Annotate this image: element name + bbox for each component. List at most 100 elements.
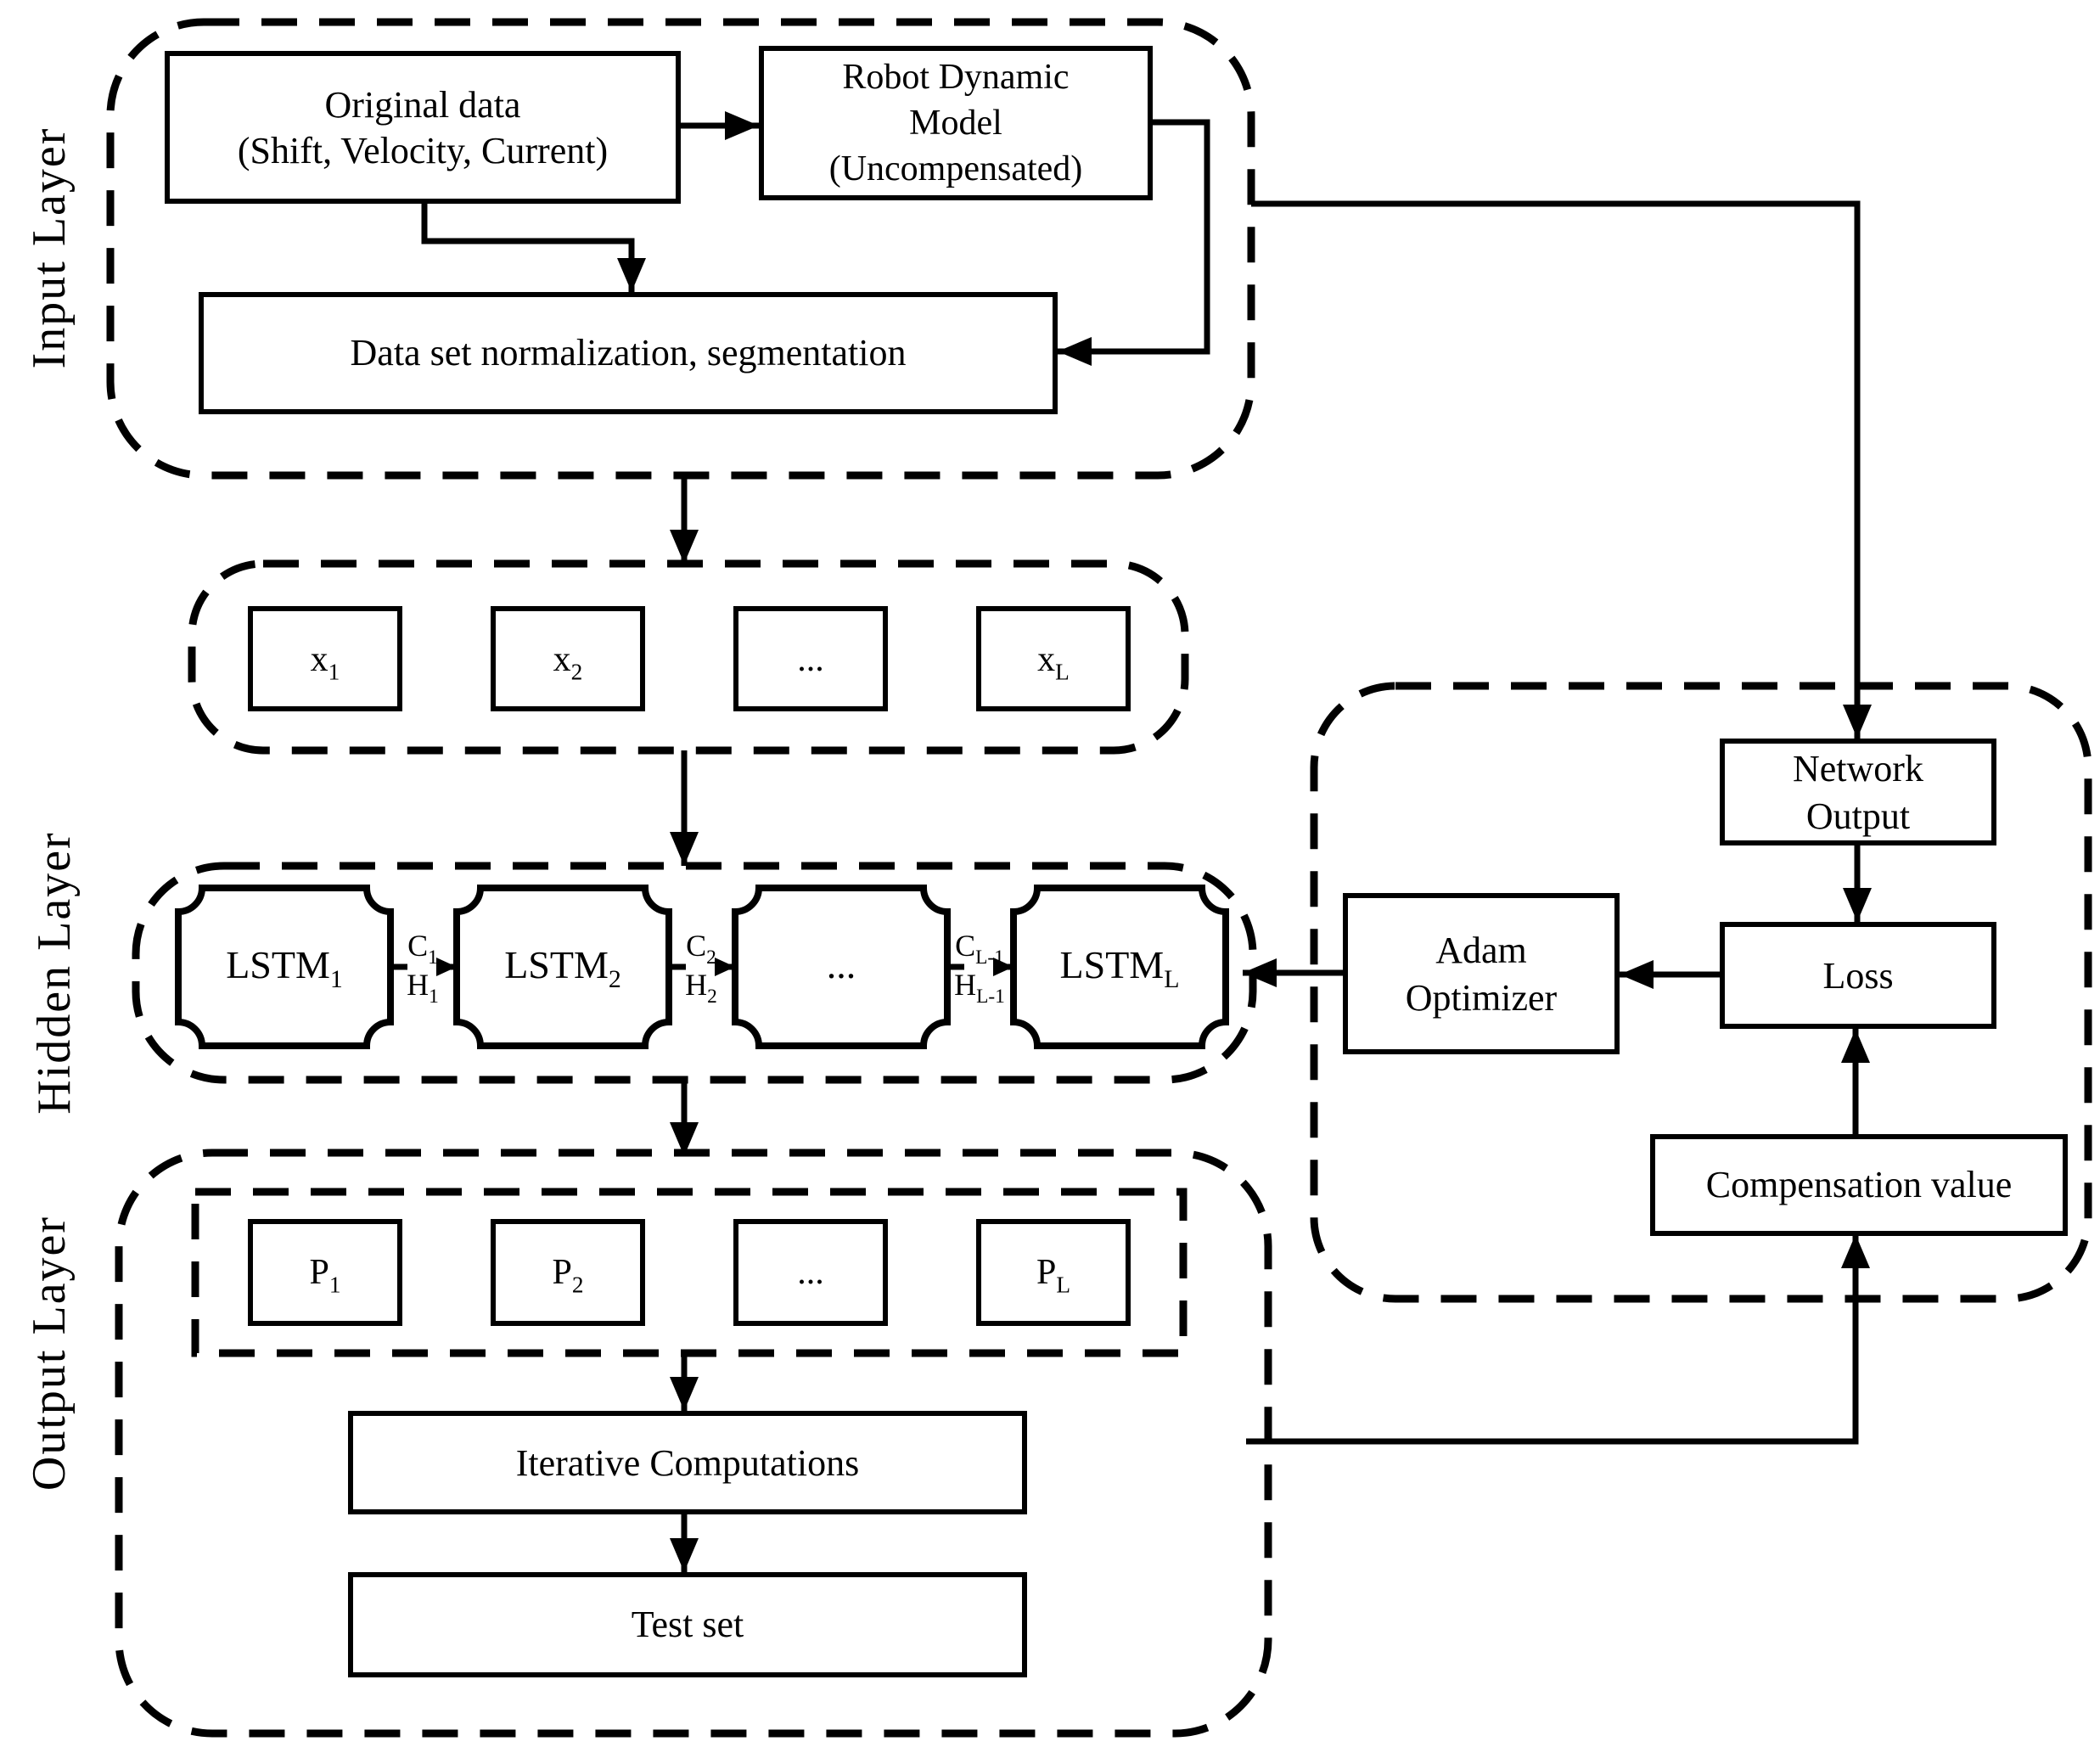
lstmL-shape	[1010, 885, 1229, 1049]
prediction-row-border	[191, 1188, 1188, 1357]
lstm1-shape	[175, 885, 394, 1049]
normalization-label: Data set normalization, segmentation	[350, 331, 907, 374]
p2-label: P2	[552, 1250, 584, 1299]
lstm-ellipsis-shape-left	[453, 885, 672, 1049]
cL1-label: CL-1	[954, 927, 1005, 969]
robot-model-line2: Model	[909, 102, 1002, 143]
adam-line1: Adam	[1435, 929, 1527, 971]
iterative-computations-box: Iterative Computations	[348, 1411, 1027, 1514]
test-set-box: Test set	[348, 1572, 1027, 1677]
training-group-border	[1310, 682, 2092, 1303]
robot-model-line1: Robot Dynamic	[842, 56, 1070, 98]
lstm2-cell: LSTM2	[457, 888, 669, 1046]
x1-sub: 1	[328, 659, 340, 685]
h2-base: H	[685, 968, 708, 1002]
pL-base: P	[1036, 1251, 1057, 1293]
normalization-box: Data set normalization, segmentation	[199, 292, 1058, 414]
sequence-row-border	[188, 559, 1189, 755]
p1-base: P	[309, 1251, 329, 1293]
lstmL-base: LSTM	[1059, 944, 1165, 987]
state-label-1: C1 H1	[407, 927, 439, 1008]
lstm2-label: LSTM2	[504, 942, 621, 995]
x2-box: x2	[491, 606, 645, 711]
x2-label: x2	[553, 637, 583, 685]
xL-box: xL	[976, 606, 1131, 711]
c2-base: C	[686, 929, 707, 963]
lstmL-sub: L	[1164, 967, 1180, 995]
h2-label: H2	[685, 966, 717, 1008]
p2-box: P2	[491, 1219, 645, 1326]
x1-box: x1	[248, 606, 402, 711]
lstmL-label: LSTML	[1059, 942, 1180, 995]
x1-base: x	[310, 638, 328, 679]
c1-sub: 1	[428, 947, 438, 969]
c1-base: C	[407, 929, 429, 963]
network-output-line1: Network	[1793, 747, 1923, 789]
cL1-base: C	[955, 929, 976, 963]
lstm1-sub: 1	[329, 967, 343, 995]
arrow-input-to-network-output	[1251, 200, 1872, 739]
lstm2-sub: 2	[608, 967, 621, 995]
adam-line2: Optimizer	[1405, 975, 1558, 1018]
p1-label: P1	[309, 1250, 341, 1299]
xL-sub: L	[1055, 659, 1070, 685]
p2-base: P	[552, 1251, 572, 1293]
loss-label: Loss	[1822, 953, 1894, 997]
original-data-line2: (Shift, Velocity, Current)	[237, 129, 609, 171]
arrow-output-to-compensation	[1246, 1234, 1870, 1445]
hL1-sub: L-1	[976, 986, 1005, 1008]
test-set-label: Test set	[631, 1603, 744, 1646]
adam-optimizer-box: Adam Optimizer	[1343, 893, 1620, 1054]
pL-label: PL	[1036, 1250, 1071, 1299]
robot-dynamic-model-box: Robot Dynamic Model (Uncompensated)	[759, 46, 1153, 200]
lstm1-label: LSTM1	[226, 942, 343, 995]
input-layer-label: Input Layer	[24, 126, 76, 369]
h1-sub: 1	[429, 986, 439, 1008]
c1-label: C1	[407, 927, 439, 969]
xL-base: x	[1037, 638, 1056, 679]
loss-box: Loss	[1720, 922, 1996, 1029]
p1-sub: 1	[328, 1272, 341, 1299]
lstm1-base: LSTM	[226, 944, 330, 987]
pL-sub: L	[1056, 1272, 1071, 1299]
p-ellipsis-box: ...	[733, 1219, 888, 1326]
x-ellipsis-base: ...	[797, 638, 824, 679]
input-layer-border	[106, 18, 1255, 480]
lstm1-cell: LSTM1	[178, 888, 390, 1046]
cL1-sub: L-1	[975, 947, 1004, 969]
lstm-ellipsis-cell: ...	[735, 888, 947, 1046]
lstm-ellipsis-label: ...	[827, 942, 856, 991]
h1-base: H	[407, 968, 430, 1002]
lstm-ellipsis-base: ...	[826, 944, 856, 987]
original-data-line1: Original data	[324, 82, 521, 125]
network-output-line2: Output	[1805, 794, 1911, 836]
network-output-box: Network Output	[1720, 739, 1996, 845]
x-ellipsis-box: ...	[733, 606, 888, 711]
x2-sub: 2	[570, 659, 583, 685]
x2-base: x	[553, 638, 571, 679]
arrow-original-to-normalization	[421, 204, 646, 292]
h2-sub: 2	[707, 986, 717, 1008]
lstm-ellipsis-shape	[732, 885, 951, 1049]
pL-box: PL	[976, 1219, 1131, 1326]
output-layer-label: Output Layer	[24, 1215, 76, 1491]
iterative-label: Iterative Computations	[515, 1441, 860, 1484]
state-label-3: CL-1 HL-1	[954, 927, 1005, 1008]
x-ellipsis-label: ...	[797, 637, 824, 682]
p1-box: P1	[248, 1219, 402, 1326]
hidden-layer-label: Hidden Layer	[29, 831, 81, 1115]
c2-label: C2	[685, 927, 717, 969]
lstm2-base: LSTM	[504, 944, 609, 987]
hL1-base: H	[954, 968, 977, 1002]
robot-model-line3: (Uncompensated)	[828, 147, 1083, 188]
p-ellipsis-base: ...	[797, 1251, 824, 1293]
hL1-label: HL-1	[954, 966, 1005, 1008]
xL-label: xL	[1037, 637, 1070, 685]
lstmL-cell: LSTML	[1014, 888, 1226, 1046]
p2-sub: 2	[571, 1272, 584, 1299]
c2-sub: 2	[706, 947, 716, 969]
p-ellipsis-label: ...	[797, 1250, 824, 1295]
